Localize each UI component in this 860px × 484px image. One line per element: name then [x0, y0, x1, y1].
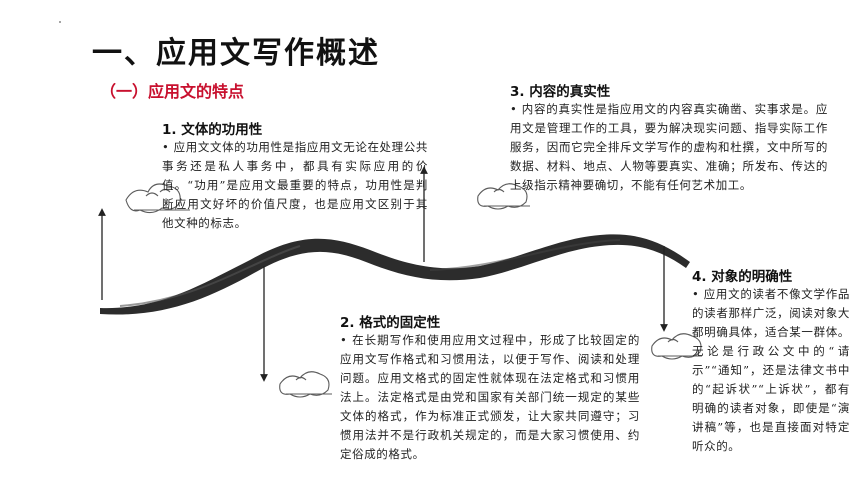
section-2-body: • 在长期写作和使用应用文过程中，形成了比较固定的应用文写作格式和习惯用法，以便…: [340, 333, 640, 461]
cloud-icon: [651, 333, 702, 360]
section-1-heading: 1. 文体的功用性: [162, 122, 263, 138]
section-subtitle: （一）应用文的特点: [100, 82, 245, 101]
section-4-heading: 4. 对象的明确性: [692, 269, 793, 285]
section-1-body: • 应用文文体的功用性是指应用文无论在处理公共事务还是私人事务中，都具有实际应用…: [162, 140, 428, 230]
section-3-body: • 内容的真实性是指应用文的内容真实确凿、实事求是。应用文是管理工作的工具，要为…: [510, 102, 828, 192]
section-3-heading: 3. 内容的真实性: [510, 84, 611, 100]
ink-wave-stroke: [100, 234, 690, 315]
section-4-body: • 应用文的读者不像文学作品的读者那样广泛，阅读对象大都明确具体，适合某一群体。…: [692, 287, 850, 453]
cloud-icon: [279, 371, 332, 398]
section-2-heading: 2. 格式的固定性: [340, 315, 441, 331]
cloud-icon: [125, 183, 190, 214]
page-title: 一、应用文写作概述: [92, 36, 380, 71]
cloud-icon: [477, 183, 530, 210]
